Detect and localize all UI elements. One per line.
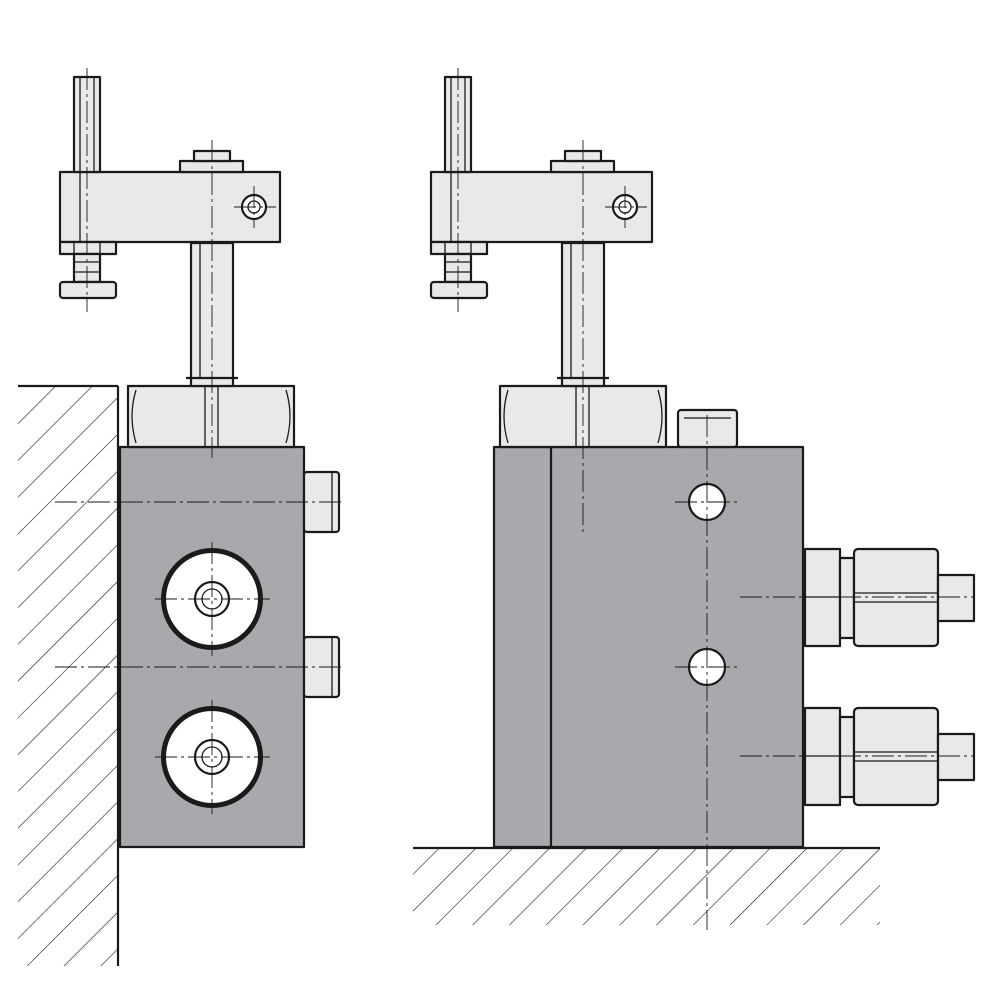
front-view <box>18 68 345 966</box>
mounting-wall-hatched <box>18 384 120 966</box>
mounting-floor-hatched <box>413 846 880 925</box>
threaded-port-lower <box>161 706 263 808</box>
pipe-fitting-lower <box>803 706 976 807</box>
centerlines-side <box>457 68 975 930</box>
side-view <box>413 68 976 930</box>
centerlines-front <box>55 68 345 814</box>
threaded-port-upper <box>161 548 263 650</box>
hex-nut <box>126 384 296 449</box>
pipe-fitting-upper <box>803 547 976 648</box>
valve-body <box>492 445 805 849</box>
vent-plug <box>676 408 739 449</box>
